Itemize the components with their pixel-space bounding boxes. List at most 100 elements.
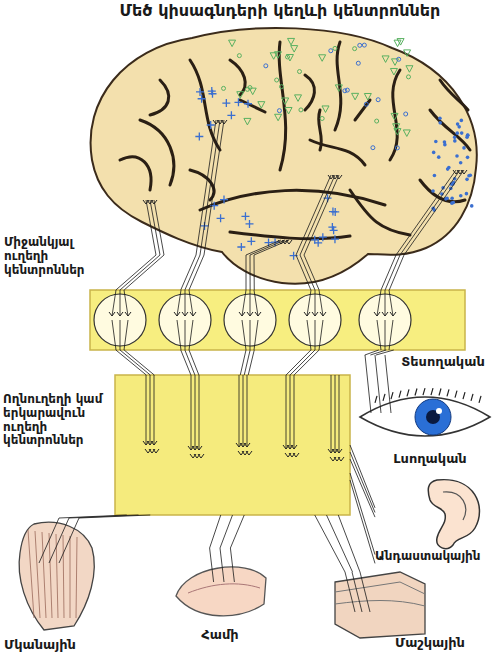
nerve-pathway <box>210 515 245 548</box>
fiber-line <box>250 320 251 350</box>
fiber-line <box>246 240 281 255</box>
fiber-line <box>177 320 181 350</box>
neuron-dot <box>438 117 442 121</box>
fiber-line <box>300 175 335 255</box>
fiber-line <box>59 518 79 563</box>
neuron-triangle <box>391 59 398 66</box>
muscle-shape <box>19 522 94 630</box>
brain-gyrus <box>430 110 470 150</box>
neuron-triangle <box>295 95 302 102</box>
neuron-circle <box>329 49 333 53</box>
muscle-fiber <box>35 531 40 618</box>
fiber-line <box>124 320 128 350</box>
eye-lash <box>383 394 385 401</box>
neuron-circle <box>264 64 268 68</box>
fiber-line <box>242 320 246 350</box>
fiber-line <box>307 290 311 316</box>
node-label: Միջանկյալ ուղեղի կենտրոններ <box>4 236 96 277</box>
tongue-shape <box>176 567 266 616</box>
fiber-line <box>385 355 391 413</box>
eye-lash <box>439 388 441 395</box>
ear-fold <box>443 492 466 520</box>
spinal-box: Ողնուղեղի կամ երկարավուն ուղեղի կենտրոնն… <box>115 375 350 515</box>
brain-gyrus <box>305 75 314 110</box>
neuron-cross <box>227 111 235 119</box>
eye-lash <box>431 388 433 395</box>
neuron-circle <box>286 55 290 59</box>
neuron-dot <box>460 119 464 123</box>
fiber-line <box>375 355 381 413</box>
cortex-fork <box>461 170 467 174</box>
brain-gyrus <box>190 60 220 150</box>
nerve-pathway <box>350 473 375 563</box>
fiber-line <box>124 290 128 316</box>
fiber-line <box>377 290 381 316</box>
node-label: Անդաստակային <box>375 550 480 564</box>
neuron-dot <box>432 151 436 155</box>
fiber-line <box>220 548 224 582</box>
brain-gyrus <box>150 80 169 115</box>
neuron-dot <box>431 189 435 193</box>
muscle-fiber <box>70 536 71 618</box>
neuron-circle <box>333 46 337 50</box>
fiber-line <box>200 120 220 255</box>
fiber-line <box>196 120 216 255</box>
fiber-line <box>199 375 200 450</box>
neuron-cross <box>195 132 203 140</box>
neuron-triangle <box>286 55 293 62</box>
fiber-line <box>177 290 181 316</box>
eye-lash <box>399 391 401 398</box>
fiber-line <box>286 375 287 449</box>
fiber-line <box>319 320 323 350</box>
eye-lash <box>463 392 465 399</box>
synapse-fork <box>182 312 188 316</box>
neuron-cross <box>331 235 339 243</box>
brain-gyrus <box>230 60 245 95</box>
neuron-dot <box>455 131 459 135</box>
node-label: Տեսողական <box>391 355 495 370</box>
neuron-dot <box>462 146 466 150</box>
neuron-circle <box>353 47 357 51</box>
cortex-fork <box>151 200 157 204</box>
brain-gyrus <box>310 140 365 165</box>
fiber-line <box>290 375 291 449</box>
fiber-line <box>150 200 160 255</box>
fiber-line <box>254 240 289 255</box>
neuron-triangle <box>364 93 371 100</box>
brain-gyrus <box>440 80 468 110</box>
fiber-line <box>204 120 224 255</box>
fiber-line <box>150 375 151 445</box>
synapse-fork <box>246 451 252 455</box>
fiber-line <box>39 518 59 563</box>
neuron-triangle <box>352 93 359 100</box>
neuron-dot <box>433 174 437 178</box>
neuron-circle <box>222 86 226 90</box>
neuron-dot <box>465 192 469 196</box>
synapse-fork <box>374 312 380 316</box>
brain-gyrus <box>350 190 410 235</box>
neuron-dot <box>450 201 454 205</box>
fiber-line <box>304 175 339 255</box>
neuron-triangle <box>391 113 398 120</box>
neuron-cross <box>244 100 252 108</box>
fiber-line <box>191 375 192 450</box>
neuron-triangle <box>394 129 401 136</box>
neuron-dot <box>459 161 463 165</box>
fiber-line <box>250 240 285 255</box>
fiber-line <box>49 518 69 563</box>
neuron-cross <box>234 98 242 106</box>
neuron-cross <box>196 88 204 96</box>
fiber-line <box>195 375 196 450</box>
eye-lash <box>415 388 417 395</box>
fiber-line <box>319 290 323 316</box>
node-label: Մեծ կիսագնդերի կեղևի կենտրոններ <box>80 2 480 20</box>
neuron-circle <box>345 88 349 92</box>
nerve-pathway <box>59 515 150 518</box>
neuron-dot <box>459 194 463 198</box>
synapse-fork <box>174 312 180 316</box>
node-label: Համի <box>168 628 272 643</box>
neuron-triangle <box>285 107 292 114</box>
neuron-triangle <box>282 98 289 105</box>
synapse-fork <box>291 445 297 449</box>
neuron-cross <box>207 121 215 129</box>
